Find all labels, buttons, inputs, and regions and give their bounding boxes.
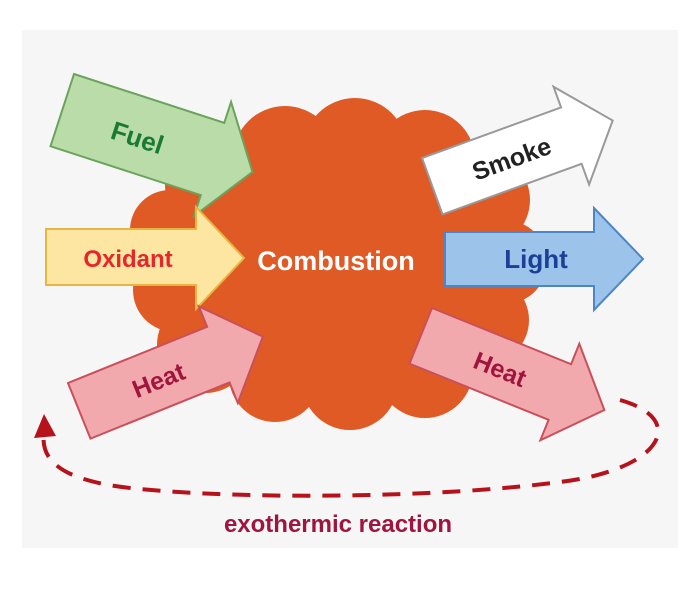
exothermic-reaction-label: exothermic reaction [224,511,452,538]
light-label: Light [504,244,568,274]
oxidant-arrow: Oxidant [45,204,246,312]
exothermic-loop-path [41,398,661,498]
light-arrow: Light [444,205,645,313]
fuel-arrow: Fuel [49,72,254,219]
heat-output-arrow: Heat [408,306,606,443]
smoke-arrow: Smoke [420,84,614,216]
heat-input-arrow: Heat [66,304,265,440]
oxidant-label: Oxidant [83,246,172,273]
combustion-label: Combustion [257,246,414,276]
loop-arrowhead-icon [34,414,56,438]
